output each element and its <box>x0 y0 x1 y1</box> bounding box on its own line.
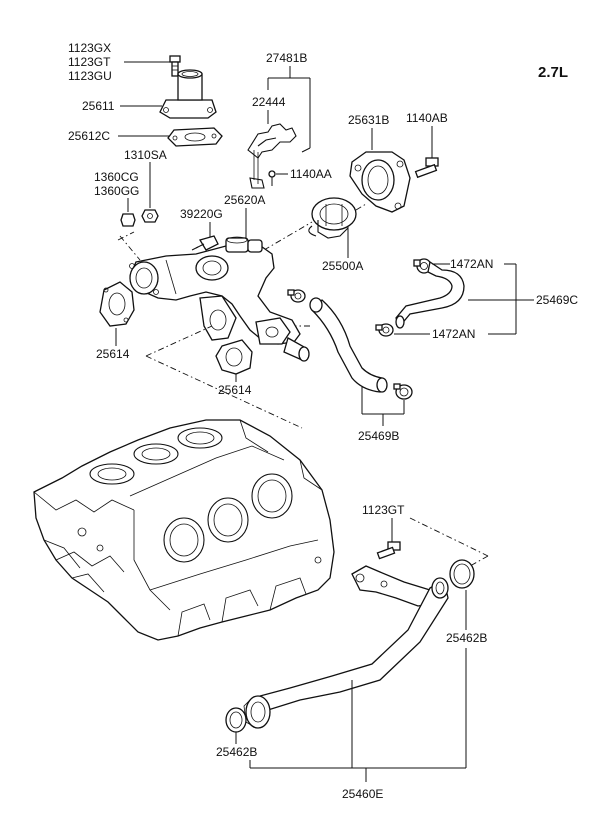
hose-25469C <box>395 260 465 329</box>
part-label-25620A: 25620A <box>224 193 265 207</box>
gasket-25462B-left <box>225 707 247 733</box>
sensor-icon <box>191 235 219 251</box>
bolt-icon <box>169 55 181 77</box>
engine-block <box>33 419 335 641</box>
bolt-icon <box>376 541 401 560</box>
outlet-housing-group: 1123GX 1123GT 1123GU 25611 25 <box>68 41 223 227</box>
part-label-25460E: 25460E <box>342 787 383 801</box>
part-label-1123GT-lower: 1123GT <box>362 503 405 517</box>
gasket-25462B-right <box>449 559 475 589</box>
part-label-1310SA: 1310SA <box>124 148 167 162</box>
part-label-39220G: 39220G <box>180 207 223 221</box>
part-label-22444: 22444 <box>252 95 286 109</box>
part-label-27481B: 27481B <box>266 51 307 65</box>
part-label-1472AN-top: 1472AN <box>450 257 493 271</box>
nut-icon <box>141 209 159 223</box>
hose-25469B <box>309 297 388 393</box>
gasket-25612C <box>167 127 223 147</box>
washer-icon <box>120 213 136 227</box>
part-label-1123GT-top: 1123GT <box>68 55 111 69</box>
part-label-1140AB: 1140AB <box>406 111 448 125</box>
water-pipe-25460E <box>243 565 449 729</box>
manifold-25620A <box>129 236 310 362</box>
gasket-25614-center <box>215 339 253 375</box>
gasket-25614-left <box>99 281 135 327</box>
part-label-25614-left: 25614 <box>96 347 130 361</box>
bracket-group: 27481B 22444 1140AA <box>247 51 332 189</box>
housing-25631B <box>349 151 411 213</box>
part-label-1123GU: 1123GU <box>68 69 112 83</box>
part-label-25469C: 25469C <box>536 293 578 307</box>
hose-25469C-group: 1472AN 1472AN 25469C <box>375 257 578 341</box>
engine-label: 2.7L <box>538 64 568 81</box>
thermostat-25500A <box>308 197 357 239</box>
outlet-fitting-25611 <box>159 69 217 119</box>
part-label-1140AA: 1140AA <box>290 167 332 181</box>
part-label-25469B: 25469B <box>358 429 399 443</box>
hose-clamp-icon <box>287 289 306 303</box>
part-label-1360GG: 1360GG <box>94 184 139 198</box>
bracket-22444 <box>247 123 297 189</box>
bolt-icon <box>414 157 439 179</box>
screw-icon <box>268 170 276 186</box>
thermostat-housing-group: 25631B 1140AB 25500A <box>263 111 448 273</box>
water-pipe-group: 1123GT 25462B <box>216 503 489 801</box>
part-label-25612C: 25612C <box>68 129 110 143</box>
part-label-25462B-left: 25462B <box>216 745 257 759</box>
part-label-25611: 25611 <box>82 99 115 113</box>
part-label-25631B: 25631B <box>348 113 389 127</box>
part-label-1123GX: 1123GX <box>68 41 111 55</box>
part-label-25462B-right: 25462B <box>446 631 487 645</box>
part-label-1360CG: 1360CG <box>94 170 139 184</box>
hose-clamp-icon <box>375 323 394 337</box>
part-label-25614-center: 25614 <box>218 383 252 397</box>
part-label-25500A: 25500A <box>322 259 363 273</box>
hose-25469B-group: 25469B <box>309 297 413 443</box>
water-manifold-group: 39220G 25620A <box>96 193 310 429</box>
part-label-1472AN-bottom: 1472AN <box>432 327 475 341</box>
hose-clamp-icon <box>393 383 413 400</box>
